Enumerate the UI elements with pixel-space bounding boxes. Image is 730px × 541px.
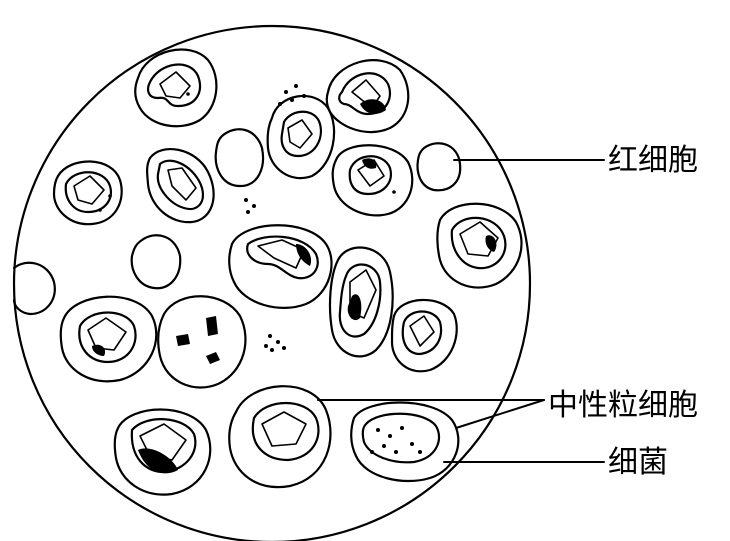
leader-line-neutrophil-2 (455, 399, 545, 429)
leader-lines (317, 159, 605, 463)
neutrophils (52, 48, 523, 496)
red-blood-cells (12, 128, 462, 316)
label-neutrophil: 中性粒细胞 (548, 388, 698, 423)
label-red-blood-cell: 红细胞 (608, 143, 698, 178)
dark-nucleus-regions (92, 99, 497, 474)
nucleus-lobes (73, 71, 499, 461)
bacteria-dots (98, 84, 422, 454)
field-of-view (12, 24, 532, 541)
label-bacteria: 细菌 (608, 445, 668, 480)
